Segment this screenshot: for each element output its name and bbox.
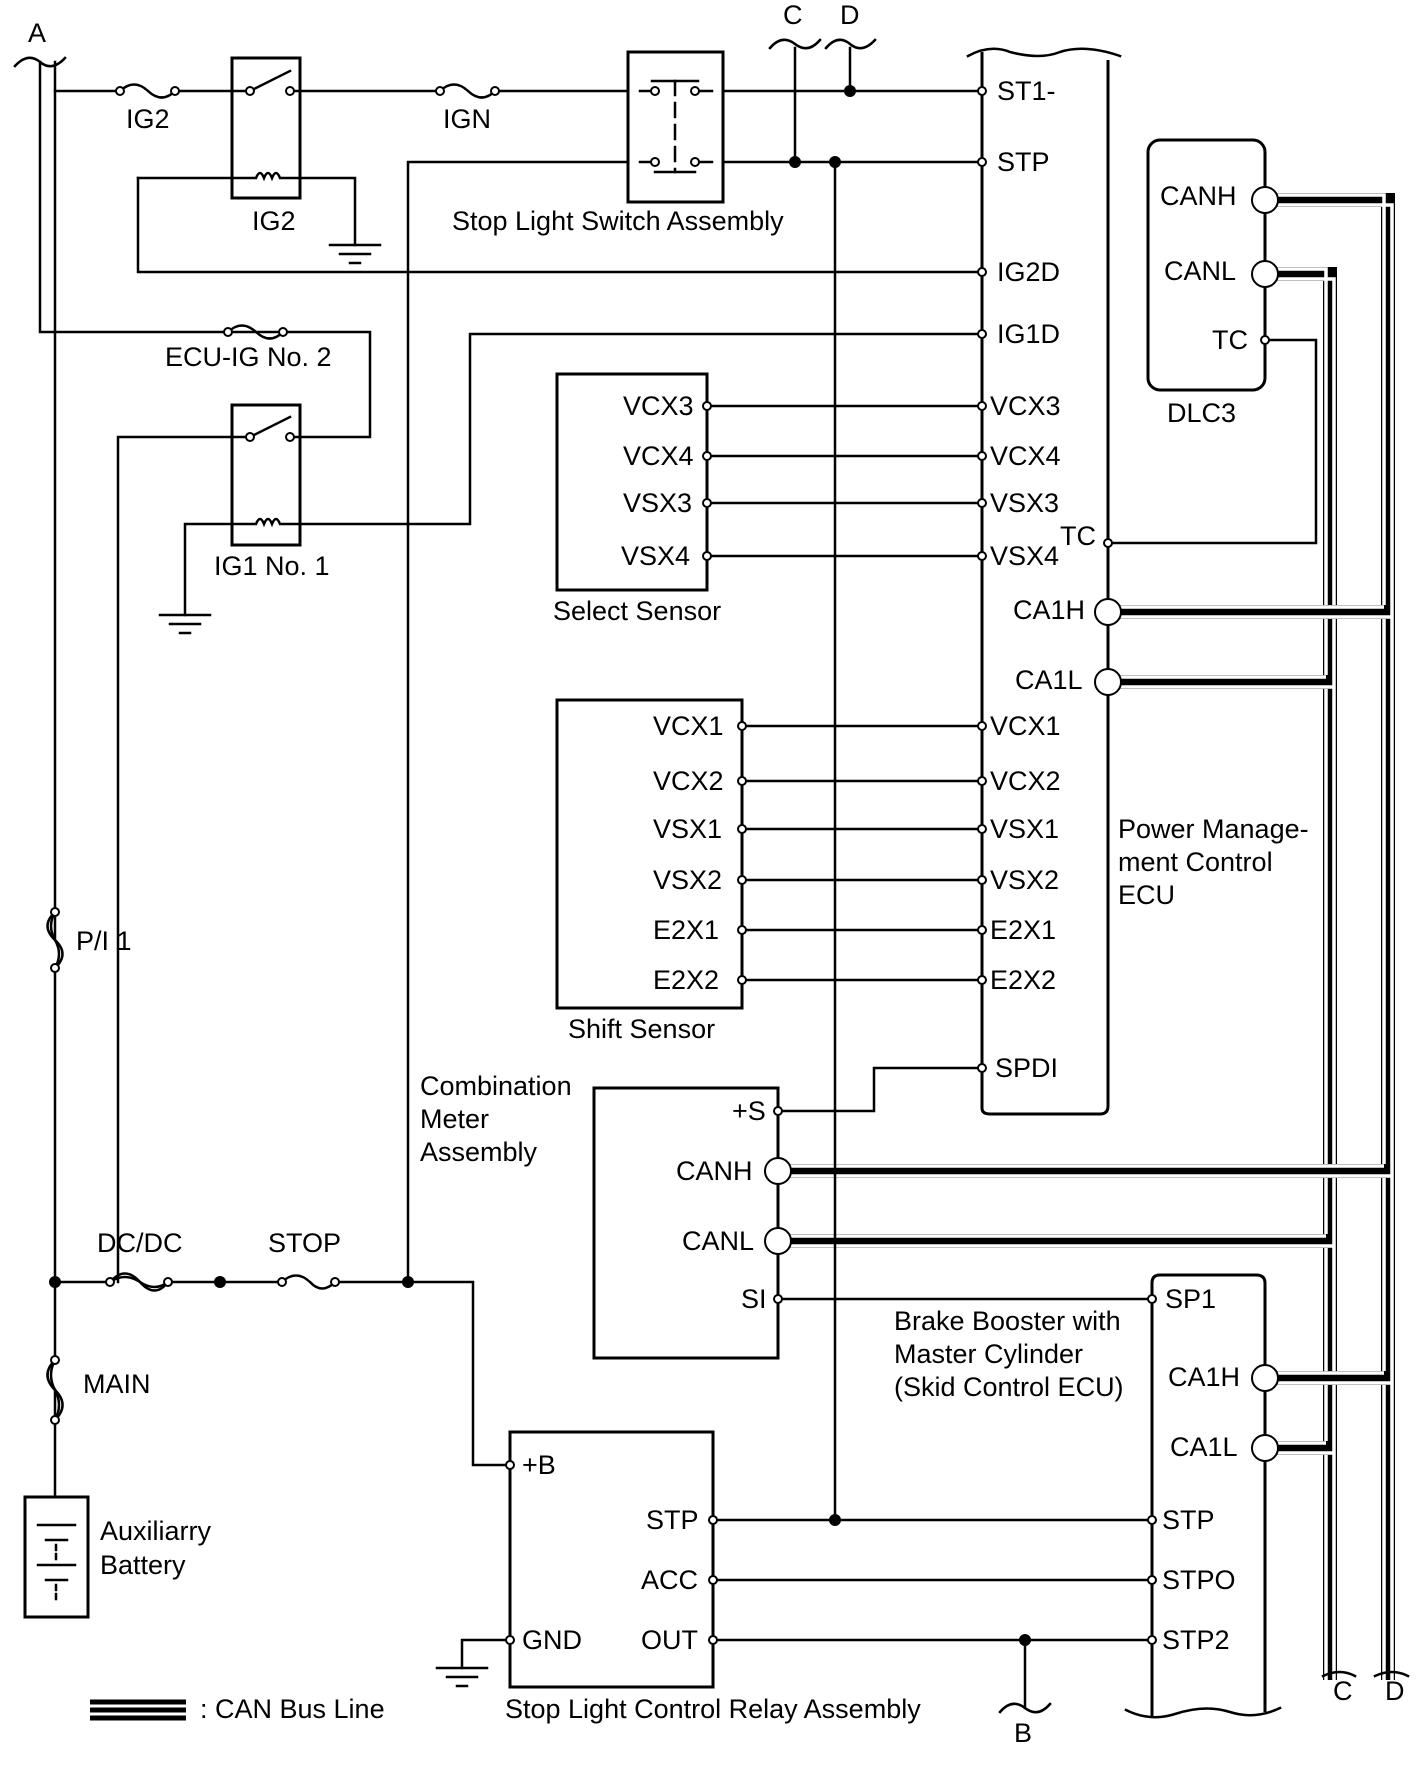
shift-sensor-pin-vsx2: VSX2 [653,865,722,895]
battery-label-line1: Auxiliarry [100,1516,212,1546]
brake-pin-stp2: STP2 [1162,1625,1230,1655]
wires [38,46,1318,1710]
relay-ig1-no1 [230,403,302,547]
shift-sensor-pin-vcx2: VCX2 [653,766,724,796]
select-sensor-pin-vcx4: VCX4 [623,441,694,471]
select-sensor-pin-vsx4: VSX4 [621,541,690,571]
auxiliary-battery [23,1495,90,1619]
ecu-pin-ig2d: IG2D [997,257,1060,287]
connector-d-bottom-label: D [1385,1676,1405,1706]
meter-pin-s: +S [732,1096,766,1126]
connector-c-bottom-label: C [1333,1676,1353,1706]
brake-label-line2: Master Cylinder [894,1339,1083,1369]
ecu-pin-vcx2: VCX2 [990,766,1061,796]
ecu-pin-spdi: SPDI [995,1053,1058,1083]
relay-assy-pin-gnd: GND [522,1625,582,1655]
dlc3-label: DLC3 [1167,398,1236,428]
connector-b-label: B [1014,1718,1032,1748]
connector-c-label: C [783,0,803,30]
fuse-ecu-ig-no2-label: ECU-IG No. 2 [165,342,332,372]
shift-sensor-pin-vcx1: VCX1 [653,711,724,741]
meter-pin-canl: CANL [682,1226,754,1256]
ecu-pin-tc: TC [1060,521,1096,551]
power-management-ecu [966,47,1122,1116]
relay-assy-label: Stop Light Control Relay Assembly [505,1694,921,1724]
stop-light-control-relay-assembly [505,1430,718,1689]
select-sensor-label: Select Sensor [553,596,721,626]
fuse-ig2-label: IG2 [126,104,170,134]
meter-label-line2: Meter [420,1104,489,1134]
can-bus-legend-label: : CAN Bus Line [200,1694,385,1724]
select-sensor-pin-vcx3: VCX3 [623,391,694,421]
ecu-pin-e2x1: E2X1 [990,915,1056,945]
ecu-pin-ca1h: CA1H [1013,595,1085,625]
brake-pin-ca1l: CA1L [1170,1432,1238,1462]
ecu-label-line2: ment Control [1118,847,1273,877]
relay-assy-pin-acc: ACC [641,1565,698,1595]
shift-sensor [555,698,747,1010]
select-sensor-pin-vsx3: VSX3 [623,488,692,518]
junction-dots [49,85,1031,1646]
stop-light-switch-assembly [626,50,725,204]
relay-assy-pin-out: OUT [641,1625,698,1655]
ecu-pin-e2x2: E2X2 [990,965,1056,995]
meter-label-line3: Assembly [420,1137,538,1167]
meter-pin-canh: CANH [676,1156,753,1186]
relay-assy-pin-b: +B [522,1450,556,1480]
fuse-dcdc-label: DC/DC [97,1228,183,1258]
dlc3-pin-canl: CANL [1164,256,1236,286]
connector-breaks [13,38,1410,1714]
meter-pin-si: SI [741,1284,767,1314]
battery-label-line2: Battery [100,1550,186,1580]
ecu-pin-vsx4: VSX4 [990,541,1059,571]
brake-label-line1: Brake Booster with [894,1306,1121,1336]
shift-sensor-pin-vsx1: VSX1 [653,814,722,844]
relay-assy-pin-stp: STP [646,1505,699,1535]
relay-ig2-label: IG2 [252,206,296,236]
brake-pin-ca1h: CA1H [1168,1362,1240,1392]
brake-pin-stp: STP [1162,1505,1215,1535]
dlc3-pin-tc: TC [1212,325,1248,355]
dlc3-pin-canh: CANH [1160,181,1237,211]
connector-a-label: A [28,18,46,48]
relay-ig2 [230,56,302,200]
meter-label-line1: Combination [420,1071,572,1101]
shift-sensor-pin-e2x1: E2X1 [653,915,719,945]
brake-label-line3: (Skid Control ECU) [894,1372,1124,1402]
ecu-pin-st1: ST1- [997,76,1056,106]
ecu-pin-vcx1: VCX1 [990,711,1061,741]
stop-light-switch-label: Stop Light Switch Assembly [452,206,784,236]
select-sensor [555,372,712,592]
brake-pin-stpo: STPO [1162,1565,1236,1595]
ecu-pin-vsx3: VSX3 [990,488,1059,518]
ecu-pin-vcx3: VCX3 [990,391,1061,421]
ecu-pin-ca1l: CA1L [1015,665,1083,695]
fuse-ign-label: IGN [443,104,491,134]
fuse-pi1-label: P/I 1 [76,926,132,956]
fuse-main-label: MAIN [83,1369,151,1399]
relay-ig1-no1-label: IG1 No. 1 [214,551,330,581]
can-bus-lines [780,193,1395,1680]
fuse-stop-label: STOP [268,1228,341,1258]
ecu-pin-ig1d: IG1D [997,319,1060,349]
combination-meter-assembly [592,1086,792,1360]
brake-pin-sp1: SP1 [1165,1284,1216,1314]
dlc3 [1146,138,1279,392]
ecu-pin-vsx1: VSX1 [990,814,1059,844]
ecu-pin-stp: STP [997,147,1050,177]
ecu-label-line1: Power Manage- [1118,814,1309,844]
ecu-pin-vsx2: VSX2 [990,865,1059,895]
brake-booster-skid-control-ecu [1124,1273,1282,1719]
ecu-label-line3: ECU [1118,880,1175,910]
shift-sensor-pin-e2x2: E2X2 [653,965,719,995]
ecu-pin-vcx4: VCX4 [990,441,1061,471]
fuses [46,83,500,1425]
connector-d-label: D [840,0,860,30]
shift-sensor-label: Shift Sensor [568,1014,715,1044]
ecu-pins [977,86,1122,1073]
can-bus-legend-symbol [90,1699,186,1721]
